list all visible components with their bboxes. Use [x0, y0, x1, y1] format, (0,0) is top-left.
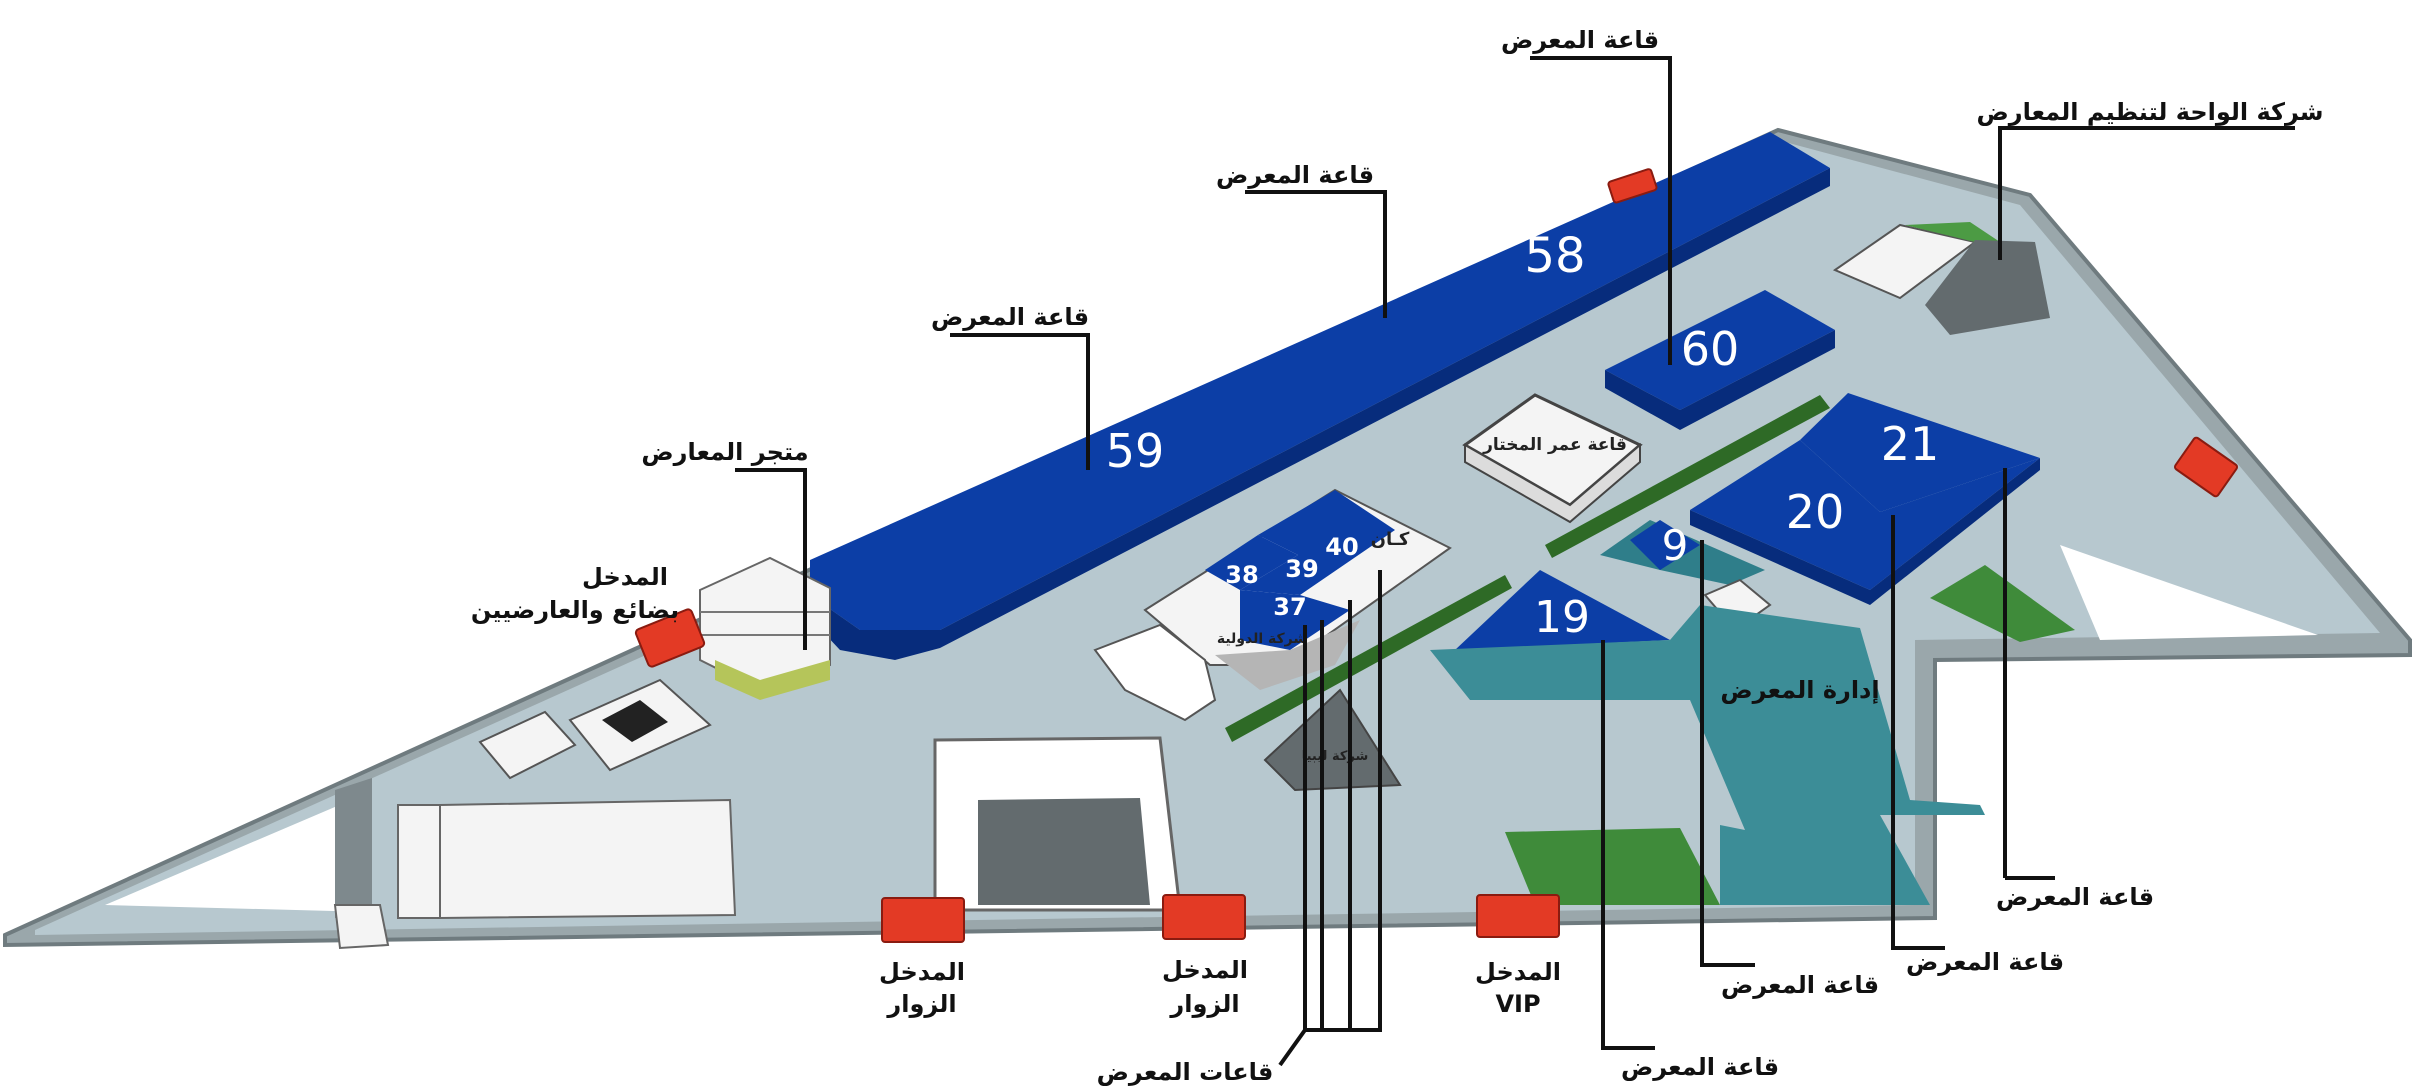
entrance-east-marker[interactable] [2173, 436, 2239, 498]
label-visitors-2-line2: الزوار [1169, 990, 1239, 1018]
label-entrance-goods-2: بضائع والعارضيين [471, 596, 679, 624]
label-hall-9: قاعة المعرض [1721, 971, 1879, 999]
green-strip-west [1225, 575, 1512, 742]
small-company-label: شركة ليبيا [1302, 749, 1369, 764]
hall-38-top[interactable] [1205, 535, 1298, 590]
leader-hall-58 [1245, 190, 1387, 318]
label-hall-20: قاعة المعرض [1906, 948, 2064, 976]
entrance-north-marker[interactable] [1607, 168, 1658, 204]
hall-20-top[interactable] [1690, 440, 2040, 590]
leader-hall-9 [1700, 540, 1755, 967]
hall-20-label: 20 [1786, 485, 1845, 539]
label-entrance-goods-1: المدخل [582, 563, 668, 591]
green-patch-east [1930, 565, 2075, 642]
leader-hall-20 [1891, 515, 1945, 950]
label-vip-line2: VIP [1495, 990, 1540, 1018]
leader-oasis [1998, 126, 2295, 260]
hall-19-top[interactable] [1455, 570, 1670, 650]
label-hall-19: قاعة المعرض [1621, 1053, 1779, 1081]
entrance-goods-marker[interactable] [634, 608, 706, 668]
hall-39-40-top[interactable] [1240, 490, 1395, 595]
sw-block-large [439, 798, 737, 920]
label-hall-top: قاعة المعرض [1501, 26, 1659, 54]
entrance-visitors-1-marker[interactable] [881, 897, 965, 943]
south-building-core[interactable] [978, 798, 1150, 905]
dowliya-label: شركة الدولية [1217, 631, 1307, 647]
label-visitors-1-line2: الزوار [886, 990, 956, 1018]
hall-58-59-top[interactable] [810, 132, 1830, 630]
oasis-building-grey [1925, 240, 2050, 335]
leader-hall-59 [950, 333, 1090, 470]
leader-hall-top [1530, 56, 1672, 365]
green-patch-south [1505, 828, 1720, 905]
store-base [715, 660, 830, 700]
sw-block-small-1 [478, 710, 577, 780]
hall-58-label: 58 [1524, 228, 1585, 284]
hall-37-top[interactable] [1240, 590, 1350, 650]
west-gate [333, 904, 390, 950]
hall-59-label: 59 [1106, 424, 1165, 478]
label-hall-59: قاعة المعرض [931, 303, 1089, 331]
label-hall-21: قاعة المعرض [1996, 883, 2154, 911]
west-wall-strip [335, 778, 372, 918]
exhibition-admin-label: إدارة المعرض [1720, 676, 1879, 704]
leader-halls-group-d [1305, 620, 1324, 1032]
leader-hall-19 [1601, 640, 1655, 1050]
label-oasis-company: شركة الواحة لتنظيم المعارض [1976, 98, 2323, 126]
omar-mukhtar-label: قاعة عمر المختار [1482, 435, 1627, 455]
hall-37-label: 37 [1273, 593, 1306, 621]
service-area-east [2060, 545, 2318, 640]
label-vip-line1: المدخل [1475, 958, 1561, 986]
hall-60-top[interactable] [1605, 290, 1835, 410]
label-store: متجر المعارض [641, 438, 808, 466]
hall-60-label: 60 [1681, 322, 1740, 376]
leader-store [735, 468, 807, 650]
hall-9-label: 9 [1662, 521, 1689, 570]
cluster-front-plate [1093, 623, 1217, 722]
hall-21-top[interactable] [1800, 393, 2040, 512]
label-visitors-1-line1: المدخل [879, 958, 965, 986]
small-company-building[interactable] [1263, 688, 1402, 792]
entrance-vip-marker[interactable] [1476, 894, 1560, 938]
green-strip-central [1545, 395, 1830, 558]
label-visitors-2-line1: المدخل [1162, 956, 1248, 984]
omar-mukhtar-hall-side [1464, 442, 1641, 524]
hall-19-label: 19 [1534, 592, 1590, 643]
exhibition-admin-area[interactable] [1430, 605, 1985, 905]
hall-40-label: 40 [1325, 533, 1358, 561]
hall-39-label: 39 [1285, 555, 1318, 583]
entrance-visitors-2-marker[interactable] [1162, 894, 1246, 940]
leader-halls-group-c [1350, 570, 1382, 1032]
label-halls-group: قاعات المعرض [1097, 1058, 1274, 1086]
hall-38-label: 38 [1225, 561, 1258, 589]
sw-block-pillar [397, 804, 441, 919]
sw-dark-square [602, 700, 668, 742]
hall-21-label: 21 [1881, 417, 1940, 471]
oasis-building-green [1905, 222, 2000, 242]
hall-60-side [1605, 330, 1835, 430]
white-block-label: كـان [1371, 529, 1410, 550]
service-area-west [105, 792, 370, 912]
label-hall-58: قاعة المعرض [1216, 161, 1374, 189]
hall-9-blue [1630, 520, 1700, 570]
